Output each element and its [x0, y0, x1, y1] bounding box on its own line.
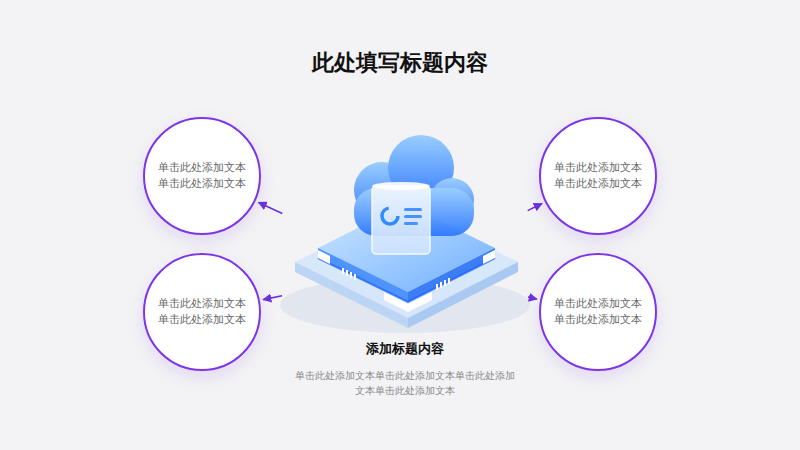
chip-side — [318, 248, 408, 302]
text-circle: 单击此处添加文本 单击此处添加文本 — [539, 117, 658, 236]
chip-glow — [318, 258, 495, 302]
arrow-connector — [263, 296, 282, 300]
block-body: 单击此处添加文本单击此处添加文本单击此处添加 文本单击此处添加文本 — [291, 368, 519, 398]
arrow-connector — [528, 297, 537, 299]
center-block: 添加标题内容单击此处添加文本单击此处添加文本单击此处添加 文本单击此处添加文本 — [285, 140, 525, 402]
text-circle: 单击此处添加文本 单击此处添加文本 — [143, 117, 262, 236]
arrow-connector — [259, 202, 283, 213]
text-circle: 单击此处添加文本 单击此处添加文本 — [539, 253, 658, 372]
chip-pins — [318, 250, 495, 312]
page-title: 此处填写标题内容 — [0, 48, 800, 78]
block-heading: 添加标题内容 — [366, 341, 444, 358]
text-circle: 单击此处添加文本 单击此处添加文本 — [143, 253, 262, 372]
circle-text: 单击此处添加文本 单击此处添加文本 — [549, 296, 647, 328]
circle-text: 单击此处添加文本 单击此处添加文本 — [549, 160, 647, 192]
document-scroll — [372, 182, 430, 254]
circle-text: 单击此处添加文本 单击此处添加文本 — [153, 296, 251, 328]
chip-side — [408, 248, 495, 302]
arrow-connector — [528, 204, 542, 211]
circle-text: 单击此处添加文本 单击此处添加文本 — [153, 160, 251, 192]
